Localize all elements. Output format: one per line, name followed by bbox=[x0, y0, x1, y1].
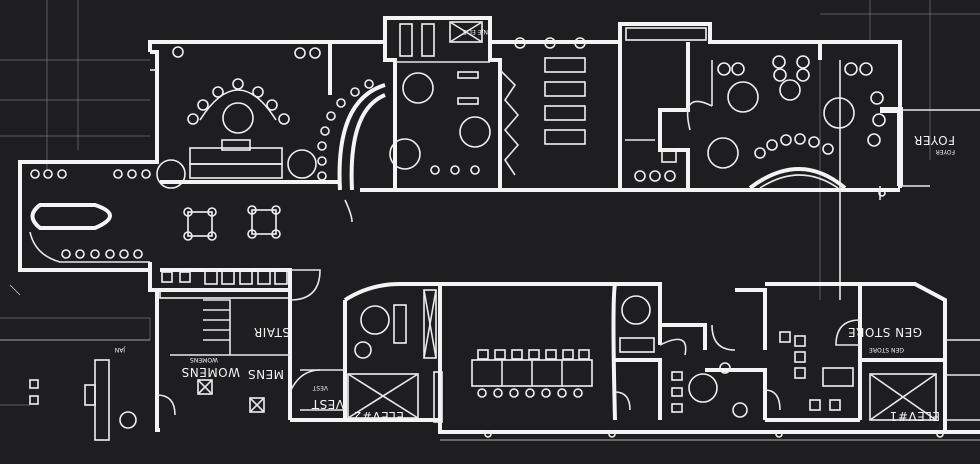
gen-store-sublabel: GEN STORE bbox=[869, 346, 904, 353]
section-mark-label: N/E EL.5 bbox=[463, 28, 488, 35]
janitor-label: JAN bbox=[115, 346, 126, 353]
lounge-chairs bbox=[172, 37, 886, 182]
upper-wing: FOYER FOYER bbox=[18, 16, 980, 300]
booth-seating bbox=[30, 78, 834, 259]
mens-label: MENS bbox=[247, 367, 284, 381]
vest-sublabel: VEST bbox=[312, 384, 328, 391]
elevator-1-label: ELEV#1 bbox=[889, 409, 940, 423]
foyer-sublabel: FOYER bbox=[936, 148, 955, 155]
vest-label: VEST bbox=[311, 397, 344, 411]
gen-store-label: GEN STORE bbox=[848, 325, 922, 339]
conference-table bbox=[471, 349, 593, 398]
elevator-2-label: ELEV#2 bbox=[353, 409, 404, 423]
construction-grid bbox=[0, 0, 980, 441]
room-labels: STAIR WOMENS WOMENS MENS VEST VEST ELEV#… bbox=[115, 28, 940, 423]
lower-wing bbox=[0, 262, 980, 441]
lavatory-fixtures bbox=[161, 269, 288, 285]
foyer-label: FOYER bbox=[914, 133, 955, 147]
womens-label: WOMENS bbox=[181, 365, 240, 379]
square-tables bbox=[183, 205, 281, 241]
stair-label: STAIR bbox=[253, 325, 290, 339]
womens-sublabel: WOMENS bbox=[190, 356, 218, 363]
